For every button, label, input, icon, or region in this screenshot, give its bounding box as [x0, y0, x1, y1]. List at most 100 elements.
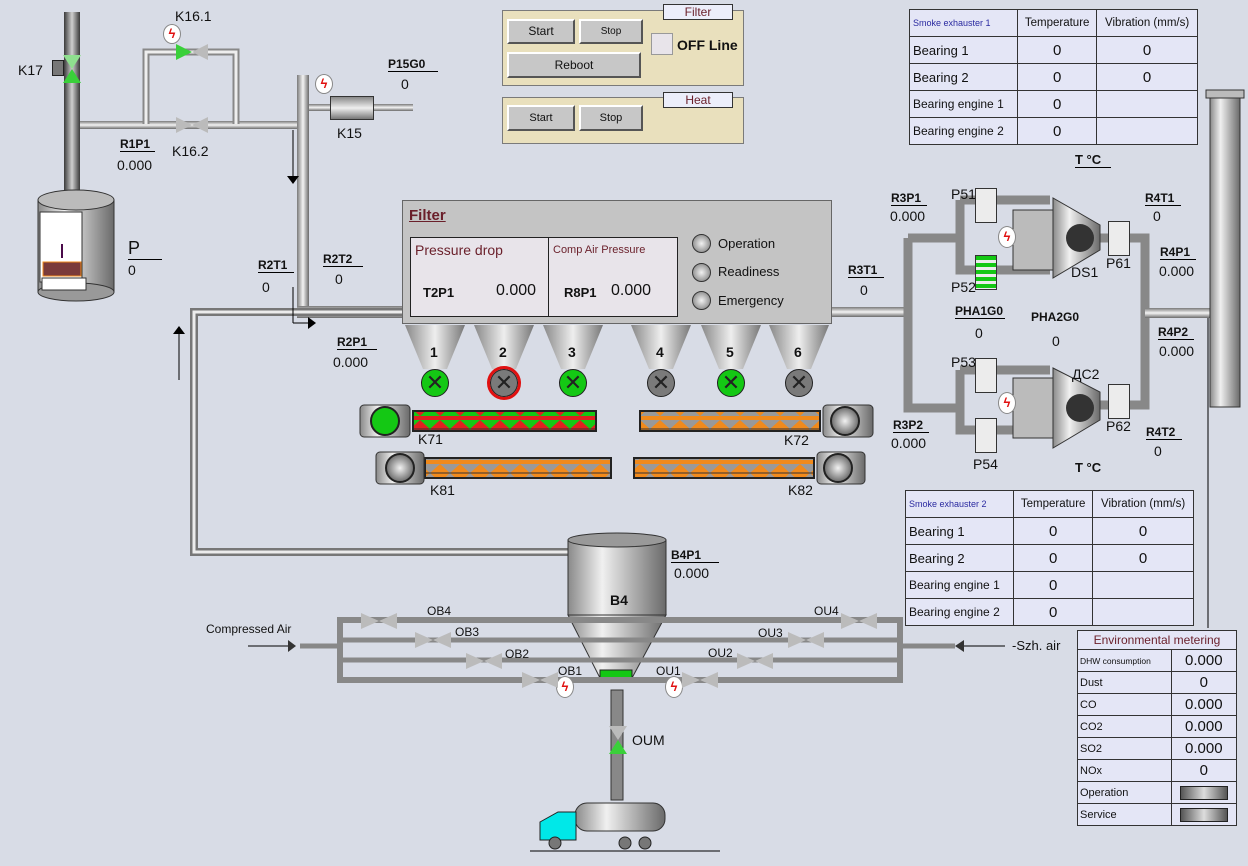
- row-value: 0.000: [1170, 715, 1238, 738]
- r4p1-tag: R4P1: [1160, 245, 1196, 260]
- p61-label: P61: [1106, 255, 1131, 271]
- row-label: NOx: [1077, 759, 1172, 782]
- rotary-valve-icon[interactable]: ✕: [717, 369, 745, 397]
- filter-start-button[interactable]: Start: [507, 19, 575, 44]
- k82-label: K82: [788, 482, 813, 498]
- p62-label: P62: [1106, 418, 1131, 434]
- ob2-valve-icon[interactable]: [466, 653, 502, 669]
- motor-k71: [359, 404, 411, 438]
- screw-k81: [424, 457, 612, 479]
- offline-checkbox[interactable]: [651, 33, 673, 55]
- row-label: Bearing engine 1: [908, 90, 1019, 118]
- k15-label: K15: [337, 125, 362, 141]
- row-label: Operation: [1077, 781, 1172, 804]
- operation-label: Operation: [718, 236, 776, 251]
- r4t1-value: 0: [1153, 208, 1161, 224]
- column-header: Vibration (mm/s): [1092, 490, 1194, 518]
- heater-p51-icon[interactable]: [975, 188, 997, 223]
- k15-valve-icon[interactable]: [330, 96, 374, 120]
- b4p1-tag: B4P1: [671, 548, 719, 563]
- r2p1-value: 0.000: [333, 354, 369, 370]
- vibration-value: 0: [1092, 517, 1194, 545]
- fault-icon: ϟ: [665, 676, 683, 698]
- exhaust-pipe: [64, 12, 80, 202]
- temperature-bottom-label: T °C: [1075, 460, 1102, 475]
- pha1g0-value: 0: [975, 325, 983, 341]
- heat-start-button[interactable]: Start: [507, 105, 575, 131]
- ou2-valve-icon[interactable]: [737, 653, 773, 669]
- ob4-valve-icon[interactable]: [361, 613, 397, 629]
- k17-valve-icon[interactable]: [63, 55, 81, 69]
- temperature-value: 0: [1017, 90, 1098, 118]
- exhauster-ds2: [1012, 367, 1101, 449]
- heater-p52-icon[interactable]: [975, 255, 997, 290]
- ou1-valve-icon[interactable]: [682, 672, 718, 688]
- tank-truck: [530, 802, 720, 852]
- temperature-value: 0: [1013, 544, 1094, 572]
- p52-label: P52: [951, 279, 976, 295]
- t2p1-value: 0.000: [496, 282, 537, 299]
- filter-reboot-button[interactable]: Reboot: [507, 52, 641, 78]
- rotary-valve-icon[interactable]: ✕: [647, 369, 675, 397]
- screw-k72: [639, 410, 821, 432]
- oum-label: OUM: [632, 732, 665, 748]
- row-label: CO2: [1077, 715, 1172, 738]
- r4p1-value: 0.000: [1159, 263, 1195, 279]
- rotary-valve-icon[interactable]: ✕: [487, 366, 521, 400]
- heater-p61-icon[interactable]: [1108, 221, 1130, 256]
- row-label: Dust: [1077, 671, 1172, 694]
- heater-p54-icon[interactable]: [975, 418, 997, 453]
- row-label: Bearing 2: [904, 544, 1015, 572]
- row-label: Bearing 1: [908, 36, 1019, 64]
- row-value: 0.000: [1170, 693, 1238, 716]
- ob1-valve-icon[interactable]: [522, 672, 558, 688]
- r4t1-tag: R4T1: [1145, 191, 1181, 206]
- k16-2-label: K16.2: [172, 143, 209, 159]
- heater-p53-icon[interactable]: [975, 358, 997, 393]
- ou4-valve-icon[interactable]: [841, 613, 877, 629]
- comp-air-label: Comp Air Pressure: [553, 244, 646, 256]
- row-value: 0.000: [1170, 649, 1238, 672]
- heat-stop-button[interactable]: Stop: [579, 105, 643, 131]
- rotary-valve-icon[interactable]: ✕: [559, 369, 587, 397]
- heater-p62-icon[interactable]: [1108, 384, 1130, 419]
- p51-label: P51: [951, 186, 976, 202]
- table-row: Operation: [1077, 781, 1238, 804]
- row-label: Bearing engine 2: [904, 598, 1015, 626]
- ob3-valve-icon[interactable]: [415, 632, 451, 648]
- ou1-label: OU1: [656, 664, 681, 678]
- fault-icon: ϟ: [998, 392, 1016, 414]
- k16-1-valve-icon[interactable]: [176, 44, 208, 60]
- bunker-b4: [567, 532, 667, 801]
- szh-air-label: -Szh. air: [1012, 638, 1061, 653]
- filter-stop-button[interactable]: Stop: [579, 19, 643, 44]
- k81-label: K81: [430, 482, 455, 498]
- pha1g0-tag: PHA1G0: [955, 304, 1005, 319]
- ob4-label: OB4: [427, 604, 452, 618]
- emergency-label: Emergency: [718, 293, 784, 308]
- r4t2-tag: R4T2: [1146, 425, 1182, 440]
- pressure-drop-label: Pressure drop: [415, 242, 503, 258]
- rotary-valve-icon[interactable]: ✕: [421, 369, 449, 397]
- ou3-valve-icon[interactable]: [788, 632, 824, 648]
- ou2-label: OU2: [708, 646, 733, 660]
- row-label: DHW consumption: [1077, 649, 1172, 672]
- table-title: Smoke exhauster 2: [904, 490, 1015, 518]
- service-indicator: [1179, 807, 1228, 822]
- k16-2-valve-icon[interactable]: [176, 117, 208, 133]
- temperature-value: 0: [1017, 36, 1098, 64]
- rotary-valve-icon[interactable]: ✕: [785, 369, 813, 397]
- r3p2-tag: R3P2: [893, 418, 929, 433]
- r2t2-tag: R2T2: [323, 252, 363, 267]
- hopper-number: 3: [568, 344, 576, 360]
- filter-unit-title: Filter: [409, 207, 446, 224]
- vibration-value: [1092, 571, 1194, 599]
- pha2g0-tag: PHA2G0: [1031, 310, 1080, 324]
- fault-icon: ϟ: [163, 24, 181, 44]
